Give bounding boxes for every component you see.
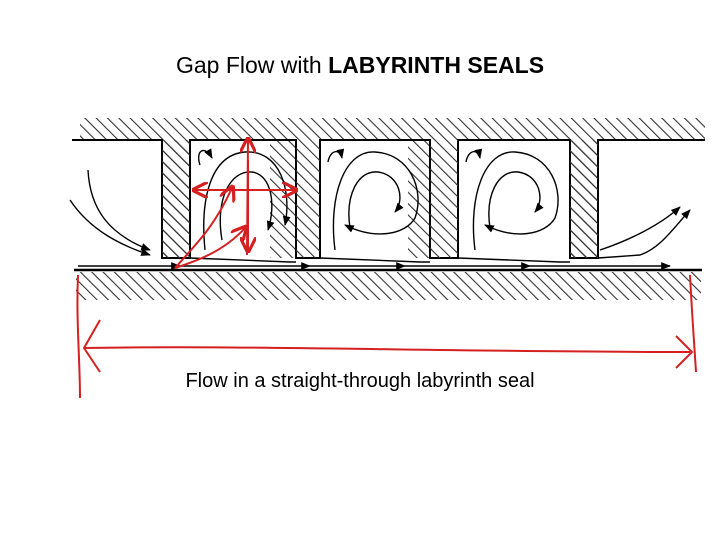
- diagram-caption: Flow in a straight-through labyrinth sea…: [185, 370, 535, 392]
- cavity-vortices: [198, 148, 559, 251]
- title-prefix: Gap Flow with: [175, 52, 329, 78]
- rotor-shaft: [74, 268, 702, 300]
- gap-flow-streamlines: [69, 169, 691, 270]
- cavity-walls: [162, 140, 598, 258]
- title-emphasis: LABYRINTH SEALS: [328, 52, 545, 78]
- slide-title: Gap Flow with LABYRINTH SEALS: [0, 52, 720, 79]
- red-annotations: [76, 140, 697, 399]
